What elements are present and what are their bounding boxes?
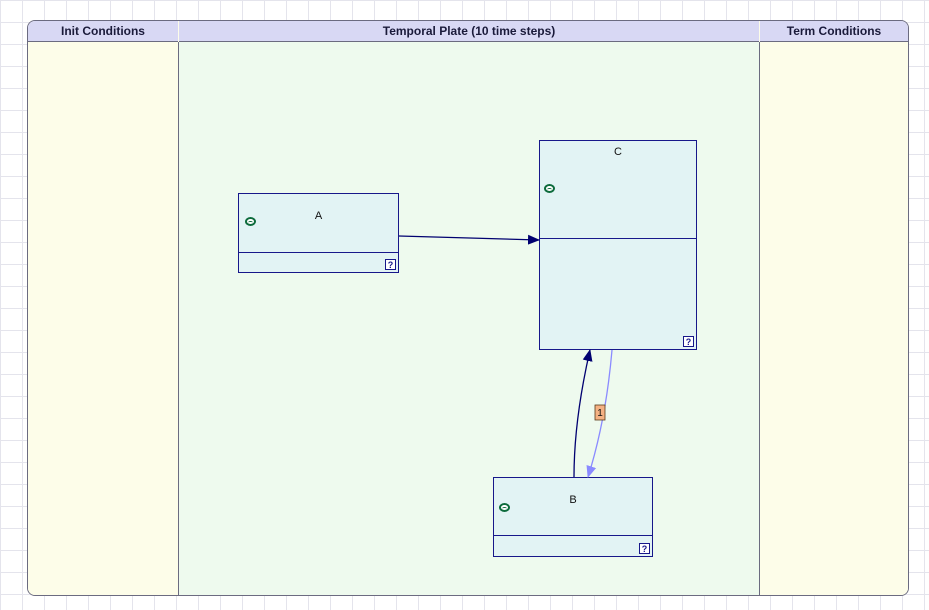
node-a[interactable]: A ? xyxy=(238,193,399,273)
node-b[interactable]: B ? xyxy=(493,477,653,557)
temporal-order-badge[interactable] xyxy=(594,404,606,421)
edge-b-to-c[interactable] xyxy=(573,349,593,478)
node-divider xyxy=(494,535,652,536)
node-label: C xyxy=(614,146,622,158)
distribution-icon xyxy=(499,503,510,512)
diagram-plate: Init Conditions Temporal Plate (10 time … xyxy=(27,20,909,596)
help-icon[interactable]: ? xyxy=(385,259,396,270)
temporal-plate-header: Temporal Plate (10 time steps) xyxy=(179,21,759,42)
node-divider xyxy=(540,238,696,239)
term-conditions-column xyxy=(760,42,908,595)
node-divider xyxy=(239,252,398,253)
init-conditions-column xyxy=(28,42,179,595)
temporal-order-label: 1 xyxy=(597,408,603,419)
distribution-icon xyxy=(544,184,555,193)
distribution-icon xyxy=(245,217,256,226)
node-label: B xyxy=(569,494,577,506)
edge-a-to-c[interactable] xyxy=(398,234,540,245)
help-icon[interactable]: ? xyxy=(683,336,694,347)
term-conditions-header: Term Conditions xyxy=(760,21,908,42)
help-icon[interactable]: ? xyxy=(639,543,650,554)
init-conditions-header: Init Conditions xyxy=(28,21,178,42)
node-c[interactable]: C ? xyxy=(539,140,697,350)
node-label: A xyxy=(314,210,323,222)
